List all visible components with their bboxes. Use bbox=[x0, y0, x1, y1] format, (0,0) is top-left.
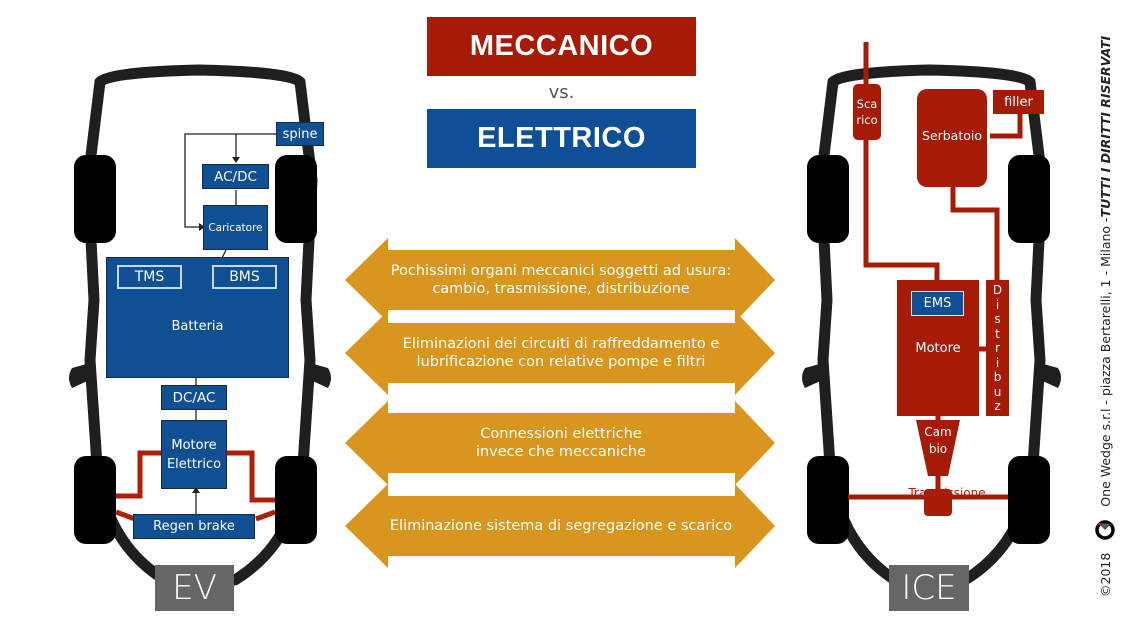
ice-cambio-line1: Cam bbox=[924, 425, 952, 439]
ice-distribuzione-letter: u bbox=[993, 384, 1002, 399]
ev-motore-line1: Motore bbox=[171, 437, 217, 453]
ice-serbatoio-box: Serbatoio bbox=[917, 89, 987, 187]
ice-wheel-rear-right bbox=[1008, 456, 1050, 544]
ev-drive-wires bbox=[115, 450, 276, 522]
copyright-year: ©2018 bbox=[1097, 552, 1113, 597]
arrow-head-acdc bbox=[232, 157, 240, 163]
ice-trasmissione-block bbox=[924, 489, 952, 516]
ev-tag: EV bbox=[155, 565, 234, 611]
copyright-footer: ©2018 One Wedge s.r.l - piazza Bertarell… bbox=[1095, 0, 1115, 597]
ice-distribuzione-letter: t bbox=[995, 326, 1000, 341]
ev-dcac-box: DC/AC bbox=[161, 385, 227, 410]
double-arrow-2 bbox=[345, 311, 775, 395]
ev-wheel-rear-left bbox=[74, 456, 116, 544]
ev-connectors bbox=[184, 133, 276, 514]
company-address: One Wedge s.r.l - piazza Bertarelli, 1 -… bbox=[1097, 217, 1113, 507]
ev-acdc-box: AC/DC bbox=[202, 164, 269, 189]
ice-cambio-line2: bio bbox=[928, 442, 948, 456]
difference-2-line1: Eliminazioni dei circuiti di raffreddame… bbox=[402, 336, 720, 352]
ice-distribuzione-letter: D bbox=[992, 283, 1003, 297]
ice-wheel-front-left bbox=[807, 155, 849, 243]
ice-cambio-label: Cam bio bbox=[916, 424, 960, 458]
title-meccanico: MECCANICO bbox=[427, 17, 696, 76]
difference-3-line1: Connessioni elettriche bbox=[480, 426, 642, 442]
rights-reserved: TUTTI I DIRITTI RISERVATI bbox=[1097, 35, 1113, 218]
ev-wheel-front-left bbox=[74, 155, 116, 243]
ice-trasmissione-label: Trasmissione bbox=[908, 486, 986, 500]
difference-1-line2: cambio, trasmissione, distribuzione bbox=[432, 281, 690, 297]
ev-mirror-left bbox=[69, 362, 94, 388]
ice-filler-box: filler bbox=[993, 90, 1044, 114]
ice-distribuzione-letter: r bbox=[995, 341, 1000, 355]
ice-cambio-shape bbox=[916, 420, 960, 476]
versus-label: vs. bbox=[548, 82, 575, 103]
ev-regen-brake-box: Regen brake bbox=[133, 514, 255, 539]
ice-scarico-line2: rico bbox=[856, 113, 878, 127]
ice-distribuzione-letter: i bbox=[995, 297, 1000, 312]
ev-batteria-box: Batteria bbox=[106, 257, 289, 378]
ev-caricatore-box: Caricatore bbox=[203, 205, 268, 250]
ice-ems-box: EMS bbox=[911, 291, 964, 316]
double-arrow-1 bbox=[345, 238, 775, 322]
title-elettrico: ELETTRICO bbox=[427, 109, 696, 168]
double-arrow-4 bbox=[345, 484, 775, 568]
difference-2-line2: lubrificazione con relative pompe e filt… bbox=[416, 354, 706, 370]
ice-pipes bbox=[848, 42, 1023, 500]
difference-3-line2: invece che meccaniche bbox=[475, 444, 647, 460]
difference-4: Eliminazione sistema di segregazione e s… bbox=[380, 503, 742, 549]
difference-3: Connessioni elettriche invece che meccani… bbox=[380, 420, 742, 466]
ev-spine-box: spine bbox=[276, 122, 324, 146]
difference-4-line1: Eliminazione sistema di segregazione e s… bbox=[389, 518, 733, 534]
ev-wheel-rear-right bbox=[275, 456, 317, 544]
difference-1-line1: Pochissimi organi meccanici soggetti ad … bbox=[390, 263, 732, 279]
arrow-head-caricatore bbox=[199, 223, 205, 231]
ev-tms-box: TMS bbox=[117, 265, 182, 289]
ice-tag: ICE bbox=[889, 565, 969, 611]
ev-mirror-right bbox=[306, 362, 331, 388]
ice-distribuzione-letter: z bbox=[994, 399, 1001, 413]
ev-motore-elettrico-box: Motore Elettrico bbox=[161, 420, 227, 489]
ev-motore-line2: Elettrico bbox=[166, 456, 222, 472]
ice-scarico-line1: Sca bbox=[856, 97, 878, 111]
double-arrow-3 bbox=[345, 401, 775, 485]
ice-distribuzione-letter: b bbox=[993, 370, 1002, 384]
ice-wheel-rear-left bbox=[807, 456, 849, 544]
one-wedge-logo-icon bbox=[1095, 519, 1115, 540]
difference-1: Pochissimi organi meccanici soggetti ad … bbox=[380, 257, 742, 303]
ice-distribuzione-letter: i bbox=[995, 355, 1000, 370]
difference-2: Eliminazioni dei circuiti di raffreddame… bbox=[380, 330, 742, 376]
ev-wheel-front-right bbox=[275, 155, 317, 243]
arrow-head-motore bbox=[192, 487, 200, 493]
ev-batteria-label: Batteria bbox=[171, 319, 224, 334]
ev-bms-box: BMS bbox=[212, 265, 277, 289]
ice-wheel-front-right bbox=[1008, 155, 1050, 243]
ice-mirror-left bbox=[802, 362, 827, 388]
ice-distribuzione-letter: s bbox=[994, 312, 1001, 326]
ice-scarico-box: Sca rico bbox=[853, 84, 881, 140]
ice-mirror-right bbox=[1036, 362, 1061, 388]
